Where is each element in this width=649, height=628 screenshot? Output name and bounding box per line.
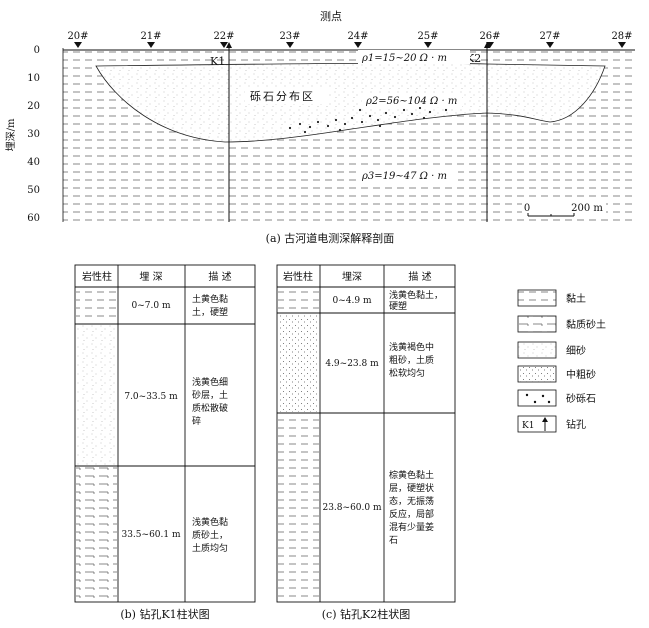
rho2-label: ρ2=56~104 Ω · m bbox=[365, 96, 457, 107]
scale-zero: 0 bbox=[524, 203, 530, 214]
station-label: 22# bbox=[213, 31, 234, 42]
rho2-mask bbox=[362, 93, 462, 107]
borehole-k1-label: K1 bbox=[210, 55, 225, 68]
depth-tick-60: 60 bbox=[27, 213, 40, 224]
k1-desc-1: 土黄色黏 土，硬塑 bbox=[192, 293, 231, 318]
svg-text:中粗砂: 中粗砂 bbox=[566, 368, 596, 381]
k2-lith-coarse-sand bbox=[278, 314, 319, 412]
k2-desc-1: 浅黄色黏土， 硬塑 bbox=[389, 289, 446, 312]
k2-lith-clay-lower bbox=[278, 414, 319, 601]
k1-header-desc: 描 述 bbox=[208, 270, 231, 283]
depth-tick-0: 0 bbox=[34, 45, 40, 56]
depth-tick-10: 10 bbox=[27, 73, 40, 84]
depth-axis-label: 埋深/m bbox=[5, 118, 17, 151]
svg-text:细砂: 细砂 bbox=[566, 344, 586, 357]
k1-header-depth: 埋 深 bbox=[139, 271, 162, 283]
k1-column-table: 岩性柱 埋 深 描 述 0~7.0 m 7.0~33.5 m 33.5~60.1… bbox=[74, 264, 256, 621]
legend-item-coarse-sand: 中粗砂 bbox=[517, 365, 596, 383]
station-label: 20# bbox=[67, 31, 88, 42]
station-label: 24# bbox=[347, 31, 368, 42]
k2-column-table: 岩性柱 埋深 描 述 0~4.9 m 4.9~23.8 m 23.8~60.0 … bbox=[276, 264, 456, 621]
svg-text:黏土: 黏土 bbox=[566, 292, 586, 305]
k2-lith-clay bbox=[278, 288, 319, 312]
k1-lith-fine-sand bbox=[76, 325, 117, 465]
station-label: 28# bbox=[611, 31, 632, 42]
station-label: 25# bbox=[417, 31, 438, 42]
depth-tick-30: 30 bbox=[27, 129, 40, 140]
station-label: 21# bbox=[140, 31, 161, 42]
k1-depth-2: 7.0~33.5 m bbox=[124, 392, 178, 402]
scale-bar: 0 200 m bbox=[522, 201, 606, 217]
legend-item-silty-clay: 黏质砂土 bbox=[517, 315, 606, 333]
k2-depth-2: 4.9~23.8 m bbox=[325, 359, 379, 369]
k1-lith-clay bbox=[76, 288, 117, 323]
legend-borehole-sample: K1 bbox=[522, 421, 534, 431]
rho1-label: ρ1=15~20 Ω · m bbox=[361, 53, 447, 64]
depth-tick-20: 20 bbox=[27, 101, 40, 112]
k1-desc-2: 浅黄色细 砂层，土 质松散破 碎 bbox=[192, 376, 231, 427]
k2-caption: (c) 钻孔K2柱状图 bbox=[322, 607, 410, 621]
k1-lith-silty-clay bbox=[76, 467, 117, 601]
svg-text:钻孔: 钻孔 bbox=[566, 418, 586, 431]
svg-text:黏质砂土: 黏质砂土 bbox=[566, 318, 606, 331]
k2-desc-2: 浅黄褐色中 粗砂，土质 松软均匀 bbox=[389, 341, 437, 379]
section-caption: (a) 古河道电测深解释剖面 bbox=[266, 231, 395, 245]
svg-text:砂砾石: 砂砾石 bbox=[566, 392, 596, 405]
k1-depth-3: 33.5~60.1 m bbox=[121, 530, 180, 540]
k2-desc-3: 棕黄色黏土 层，硬塑状 态，无振荡 反应，局部 混有少量姜 石 bbox=[389, 469, 437, 546]
k1-header-lith: 岩性柱 bbox=[82, 270, 112, 283]
k1-depth-1: 0~7.0 m bbox=[132, 301, 171, 311]
depth-tick-40: 40 bbox=[27, 157, 40, 168]
legend-item-borehole: K1 钻孔 bbox=[517, 415, 586, 433]
zone-mask bbox=[245, 88, 329, 104]
rho3-label: ρ3=19~47 Ω · m bbox=[361, 171, 447, 182]
k2-header-desc: 描 述 bbox=[408, 270, 431, 283]
rho1-mask bbox=[358, 50, 470, 64]
legend-item-fine-sand: 细砂 bbox=[517, 341, 586, 359]
k2-header-depth: 埋深 bbox=[342, 271, 362, 283]
station-label: 27# bbox=[539, 31, 560, 42]
legend-item-clay: 黏土 bbox=[517, 289, 586, 307]
depth-tick-50: 50 bbox=[27, 185, 40, 196]
borehole-k1: K1 bbox=[210, 42, 232, 222]
scale-end: 200 m bbox=[571, 203, 603, 214]
k1-desc-3: 浅黄色黏 质砂土， 土质均匀 bbox=[192, 516, 231, 554]
k1-caption: (b) 钻孔K1柱状图 bbox=[120, 607, 209, 621]
section-top-title: 测点 bbox=[320, 10, 342, 23]
k2-header-lith: 岩性柱 bbox=[283, 270, 313, 283]
legend: 黏土 黏质砂土 细砂 中粗砂 砂砾石 K1 钻孔 bbox=[517, 289, 606, 433]
legend-item-gravel: 砂砾石 bbox=[517, 389, 596, 407]
rho3-mask bbox=[358, 168, 458, 182]
geoelectric-section: 测点 0 10 20 30 40 50 60 bbox=[5, 10, 635, 245]
k2-depth-1: 0~4.9 m bbox=[333, 296, 372, 306]
station-markers: 20# 21# 22# 23# 24# 25# 26# 27# 28# bbox=[67, 31, 633, 48]
depth-axis: 0 10 20 30 40 50 60 埋深/m bbox=[5, 45, 64, 224]
station-label: 23# bbox=[279, 31, 300, 42]
station-label: 26# bbox=[479, 31, 500, 42]
k2-depth-3: 23.8~60.0 m bbox=[322, 503, 381, 513]
gravel-zone-label: 砾石分布区 bbox=[250, 90, 315, 103]
